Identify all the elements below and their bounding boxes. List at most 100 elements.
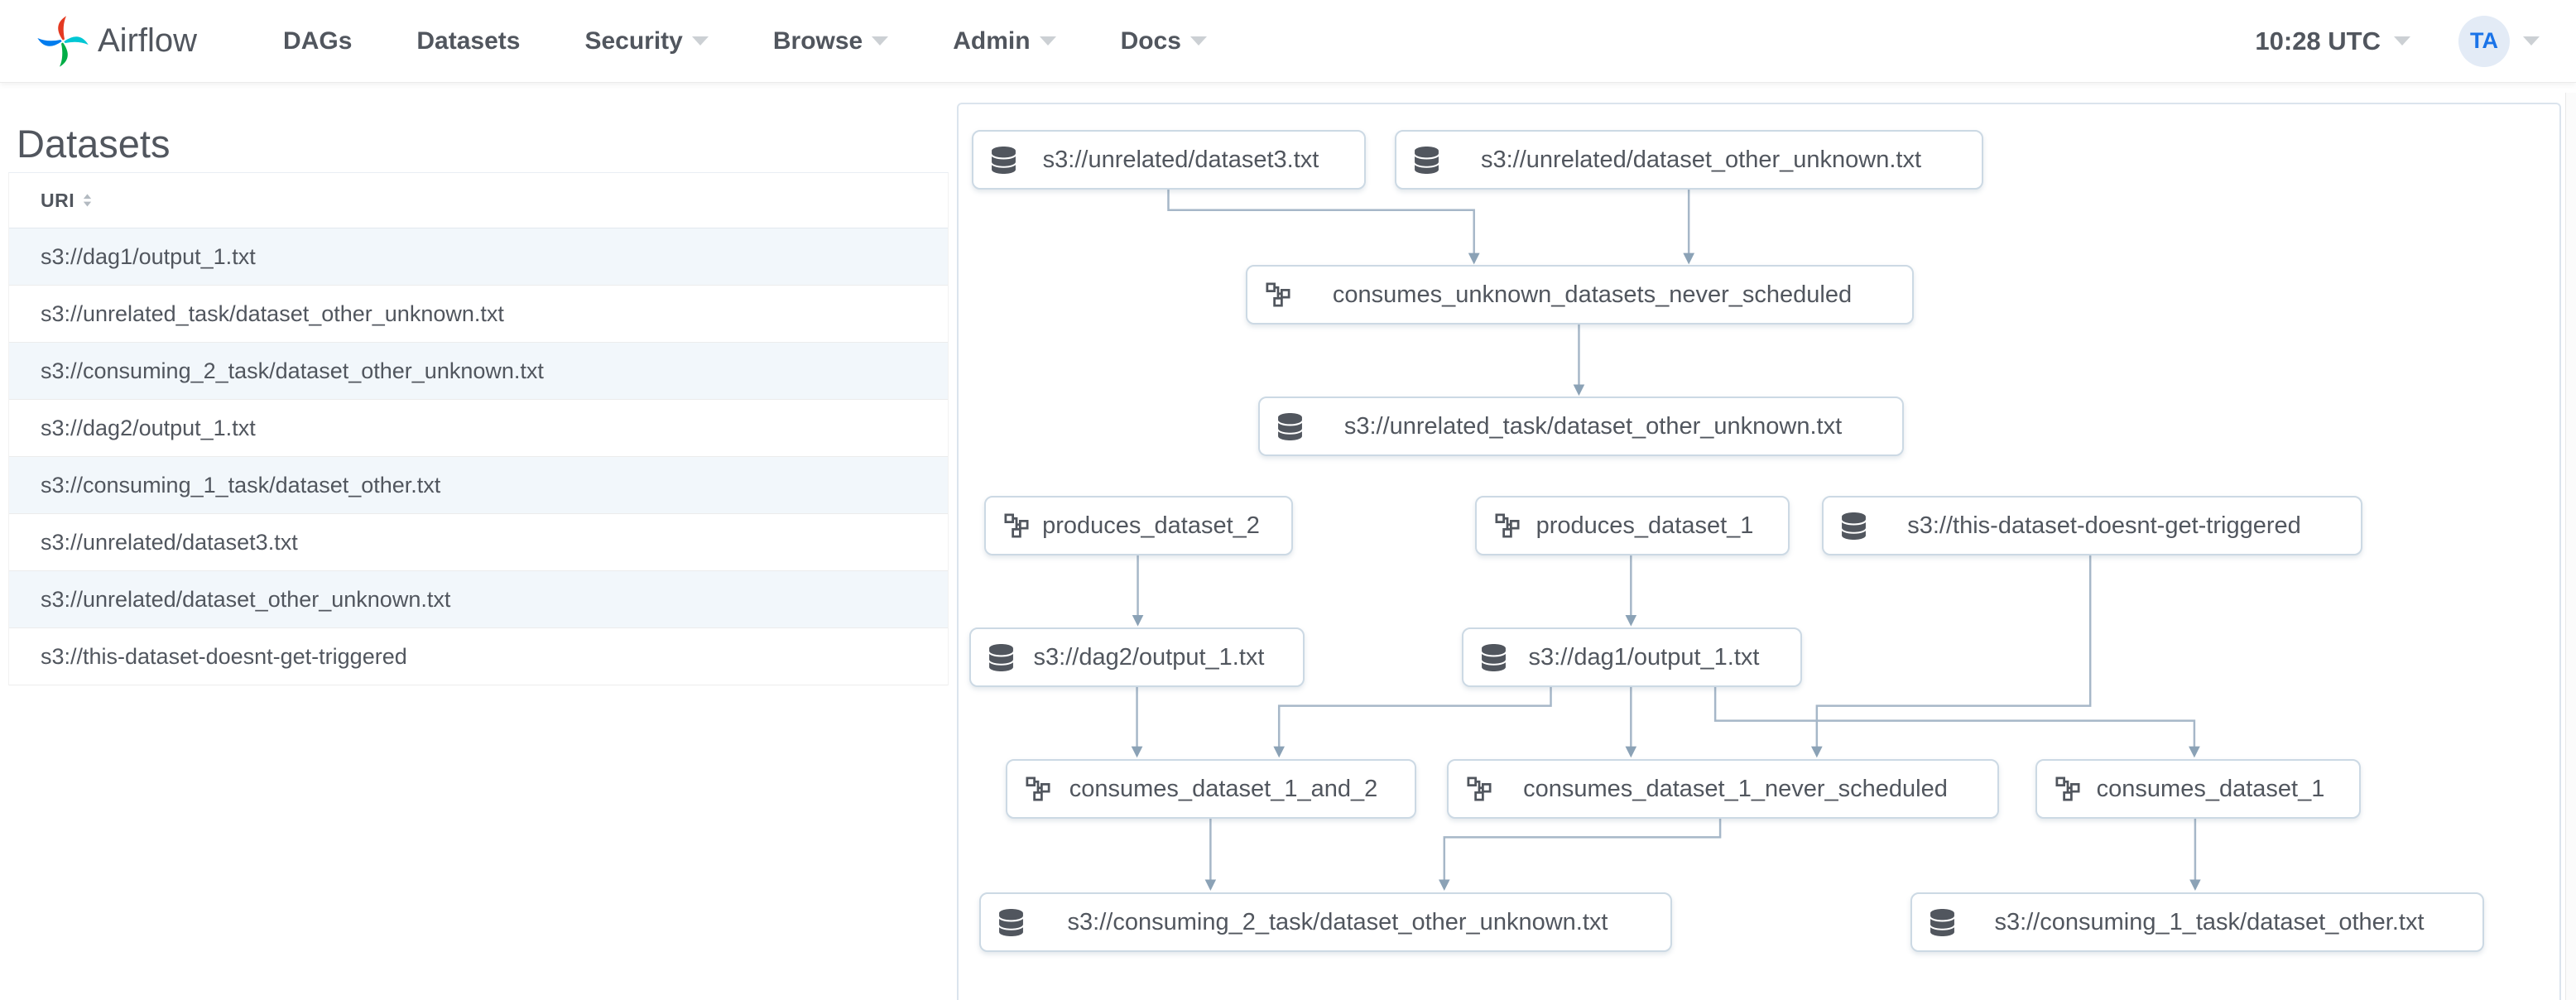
node-label: produces_dataset_2 xyxy=(1042,512,1260,539)
edge-consumes_dataset_1_never_scheduled-to-consuming_2_task_dataset_other_unknown xyxy=(1438,817,1722,891)
database-icon xyxy=(999,908,1023,936)
chevron-down-icon xyxy=(872,36,889,46)
nav-item-docs[interactable]: Docs xyxy=(1121,27,1207,55)
dag-node-consumes_dataset_1[interactable]: consumes_dataset_1 xyxy=(2035,759,2361,819)
node-label: consumes_dataset_1_never_scheduled xyxy=(1523,775,1948,802)
dataset-node-consuming_1_task_dataset_other[interactable]: s3://consuming_1_task/dataset_other.txt xyxy=(1910,892,2484,952)
database-icon xyxy=(992,146,1016,174)
node-label: s3://consuming_2_task/dataset_other_unkn… xyxy=(1067,908,1608,935)
dataset-node-unrelated_dataset_other_unknown[interactable]: s3://unrelated/dataset_other_unknown.txt xyxy=(1395,130,1983,190)
node-label: consumes_unknown_datasets_never_schedule… xyxy=(1332,281,1853,308)
table-body: s3://dag1/output_1.txt s3://unrelated_ta… xyxy=(9,228,948,685)
graph-edges xyxy=(1131,189,2201,891)
database-icon xyxy=(1842,512,1866,540)
node-label: s3://unrelated/dataset3.txt xyxy=(1042,146,1319,173)
node-label: s3://unrelated/dataset_other_unknown.txt xyxy=(1480,146,1922,173)
nav-item-admin[interactable]: Admin xyxy=(953,26,1056,55)
nav-item-label: Admin xyxy=(953,26,1031,55)
node-label: s3://this-dataset-doesnt-get-triggered xyxy=(1907,512,2301,539)
chevron-down-icon xyxy=(2523,36,2540,46)
column-header-uri[interactable]: URI xyxy=(41,190,95,212)
table-row[interactable]: s3://consuming_1_task/dataset_other.txt xyxy=(9,457,948,514)
node-label: s3://dag1/output_1.txt xyxy=(1528,643,1760,671)
datasets-dependency-graph: s3://unrelated/dataset3.txt s3://unrelat… xyxy=(957,103,2561,1000)
nav-item-label: Docs xyxy=(1120,26,1181,55)
uri-cell: s3://dag1/output_1.txt xyxy=(41,243,256,269)
dag-icon xyxy=(1004,513,1029,538)
table-row[interactable]: s3://consuming_2_task/dataset_other_unkn… xyxy=(9,343,948,400)
top-navbar: Airflow DAGs Datasets Security Browse Ad… xyxy=(0,0,2576,83)
edge-dag1_output_1-to-consumes_dataset_1 xyxy=(1713,685,2200,758)
nav-item-label: Datasets xyxy=(416,26,521,55)
nav-item-label: Security xyxy=(584,26,683,55)
database-icon xyxy=(1930,908,1954,936)
table-row[interactable]: s3://unrelated/dataset3.txt xyxy=(9,514,948,571)
nav-item-browse[interactable]: Browse xyxy=(772,26,889,55)
node-label: produces_dataset_1 xyxy=(1536,512,1754,539)
uri-cell: s3://unrelated/dataset3.txt xyxy=(41,529,298,555)
edge-this_dataset_doesnt_get_triggered-to-consumes_dataset_1_never_scheduled xyxy=(1810,554,2092,758)
chevron-down-icon xyxy=(1039,36,1056,46)
dag-icon xyxy=(1495,513,1520,538)
nav-menu: DAGs Datasets Security Browse Admin Docs xyxy=(283,27,1207,55)
table-row[interactable]: s3://unrelated/dataset_other_unknown.txt xyxy=(9,571,948,628)
dag-icon xyxy=(1026,776,1050,801)
dag-node-consumes_dataset_1_never_scheduled[interactable]: consumes_dataset_1_never_scheduled xyxy=(1447,759,1999,819)
nav-item-dags[interactable]: DAGs xyxy=(283,27,352,55)
dataset-node-dag1_output_1[interactable]: s3://dag1/output_1.txt xyxy=(1462,627,1802,687)
vertical-scrollbar[interactable] xyxy=(2565,93,2576,1000)
table-row[interactable]: s3://this-dataset-doesnt-get-triggered xyxy=(9,628,948,685)
table-row[interactable]: s3://dag2/output_1.txt xyxy=(9,400,948,457)
dag-icon xyxy=(1266,282,1290,307)
database-icon xyxy=(1415,146,1439,174)
nav-item-security[interactable]: Security xyxy=(584,26,709,55)
column-header-label: URI xyxy=(41,189,75,211)
datasets-list-panel: Datasets URI s3://dag1/output_1.txt s3:/… xyxy=(0,83,949,685)
database-icon xyxy=(1482,643,1506,671)
table-row[interactable]: s3://dag1/output_1.txt xyxy=(9,228,948,286)
sort-icon xyxy=(83,193,92,206)
dag-node-consumes_dataset_1_and_2[interactable]: consumes_dataset_1_and_2 xyxy=(1006,759,1416,819)
dag-node-consumes_unknown_datasets_never_scheduled[interactable]: consumes_unknown_datasets_never_schedule… xyxy=(1246,265,1914,325)
dataset-node-this_dataset_doesnt_get_triggered[interactable]: s3://this-dataset-doesnt-get-triggered xyxy=(1822,496,2362,555)
nav-item-label: Browse xyxy=(772,26,863,55)
edge-unrelated_dataset3-to-consumes_unknown_datasets_never_scheduled xyxy=(1167,189,1480,265)
datasets-table: URI s3://dag1/output_1.txt s3://unrelate… xyxy=(8,172,949,685)
chevron-down-icon xyxy=(2394,36,2410,46)
clock-dropdown[interactable]: 10:28 UTC xyxy=(2255,26,2410,56)
nav-item-label: DAGs xyxy=(283,26,353,55)
node-label: s3://consuming_1_task/dataset_other.txt xyxy=(1994,908,2425,935)
dag-icon xyxy=(1467,776,1492,801)
dag-icon xyxy=(2055,776,2080,801)
uri-cell: s3://unrelated_task/dataset_other_unknow… xyxy=(41,300,504,326)
brand[interactable]: Airflow xyxy=(36,15,197,68)
clock-label: 10:28 UTC xyxy=(2255,26,2381,55)
database-icon xyxy=(1278,412,1302,440)
database-icon xyxy=(989,643,1013,671)
dataset-node-consuming_2_task_dataset_other_unknown[interactable]: s3://consuming_2_task/dataset_other_unkn… xyxy=(979,892,1672,952)
table-row[interactable]: s3://unrelated_task/dataset_other_unknow… xyxy=(9,286,948,343)
brand-name: Airflow xyxy=(98,22,198,59)
user-menu[interactable]: TA xyxy=(2458,15,2540,67)
dataset-node-dag2_output_1[interactable]: s3://dag2/output_1.txt xyxy=(969,627,1305,687)
uri-cell: s3://dag2/output_1.txt xyxy=(41,415,256,440)
table-header-row: URI xyxy=(9,173,948,228)
node-label: s3://unrelated_task/dataset_other_unknow… xyxy=(1343,412,1843,440)
dataset-node-unrelated_dataset3[interactable]: s3://unrelated/dataset3.txt xyxy=(972,130,1366,190)
avatar: TA xyxy=(2458,15,2510,67)
airflow-logo-icon xyxy=(37,15,89,67)
page-title: Datasets xyxy=(17,122,171,166)
chevron-down-icon xyxy=(691,36,709,46)
node-label: consumes_dataset_1 xyxy=(2096,775,2325,802)
dag-node-produces_dataset_2[interactable]: produces_dataset_2 xyxy=(984,496,1293,555)
uri-cell: s3://consuming_2_task/dataset_other_unkn… xyxy=(41,358,544,383)
uri-cell: s3://consuming_1_task/dataset_other.txt xyxy=(41,472,441,498)
uri-cell: s3://unrelated/dataset_other_unknown.txt xyxy=(41,586,451,612)
uri-cell: s3://this-dataset-doesnt-get-triggered xyxy=(41,643,407,669)
nav-right: 10:28 UTC TA xyxy=(2255,15,2540,67)
node-label: s3://dag2/output_1.txt xyxy=(1033,643,1265,671)
edge-dag1_output_1-to-consumes_dataset_1_and_2 xyxy=(1273,685,1552,758)
dag-node-produces_dataset_1[interactable]: produces_dataset_1 xyxy=(1475,496,1790,555)
dataset-node-unrelated_task_dataset_other_unknown[interactable]: s3://unrelated_task/dataset_other_unknow… xyxy=(1258,397,1904,456)
nav-item-datasets[interactable]: Datasets xyxy=(416,27,520,55)
